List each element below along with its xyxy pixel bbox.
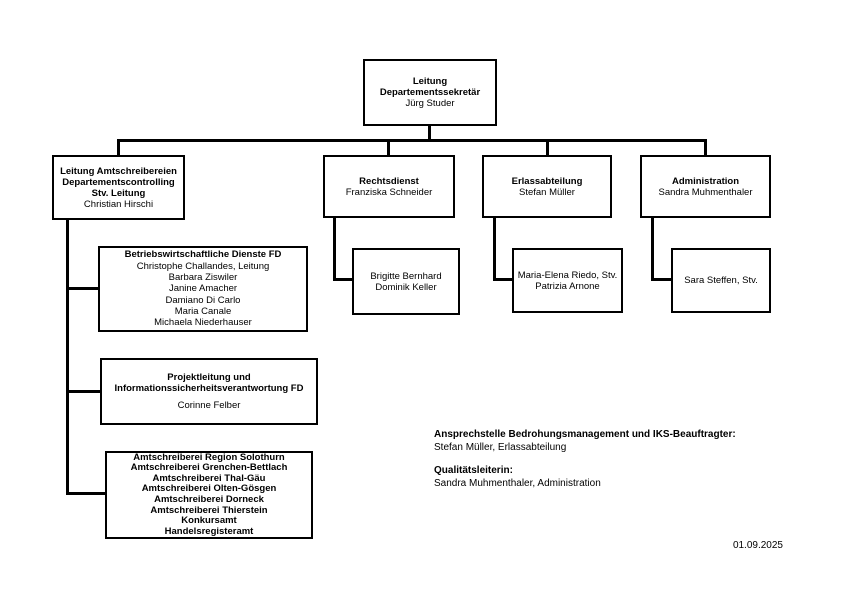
connector-drop-admin [704,141,707,155]
connector-drop-erlass [546,141,549,155]
org-box-person: Patrizia Arnone [535,280,600,292]
org-box-title-line: Informationssicherheitsverantwortung FD [114,383,304,394]
date-label: 01.09.2025 [732,540,783,551]
org-box-person: Dominik Keller [375,281,437,293]
org-box-person: Michaela Niederhauser [154,317,252,329]
note-label: Qualitätsleiterin: [434,465,513,476]
org-box-projektleitung: Projektleitung und Informationssicherhei… [100,358,318,425]
org-box-betriebswirtschaftliche-dienste: Betriebswirtschaftliche Dienste FD Chris… [98,246,308,332]
org-box-unit-line: Konkursamt [181,515,237,527]
org-box-person: Jürg Studer [405,98,455,109]
org-box-erlass-staff: Maria-Elena Riedo, Stv. Patrizia Arnone [512,248,623,313]
org-box-amtschreibereien-leitung: Leitung Amtschreibereien Departementscon… [52,155,185,220]
org-box-title-line: Betriebswirtschaftliche Dienste FD [124,249,282,261]
org-box-admin-staff: Sara Steffen, Stv. [671,248,771,313]
connector-admin-stub [651,278,671,281]
org-box-person: Janine Amacher [168,283,238,295]
org-box-person: Maria Canale [174,305,232,317]
connector-rechtsdienst-stub [333,278,352,281]
connector-left-vertical [66,219,69,495]
org-box-person: Brigitte Bernhard [370,270,442,282]
org-box-unit-line: Amtschreiberei Thal-Gäu [152,472,266,484]
org-box-rechtsdienst: Rechtsdienst Franziska Schneider [323,155,455,218]
connector-drop-rechtsdienst [387,141,390,155]
org-box-title-line: Administration [671,175,740,187]
org-box-unit-line: Amtschreiberei Olten-Gösgen [141,483,277,495]
note-label: Ansprechstelle Bedrohungsmanagement und … [434,429,736,440]
connector-level2-horizontal [117,139,707,142]
org-box-person: Maria-Elena Riedo, Stv. [517,269,618,281]
org-box-unit-line: Amtschreiberei Dorneck [154,494,264,505]
org-box-person: Christophe Challandes, Leitung [136,260,270,272]
org-box-unit-line: Amtschreiberei Thierstein [150,504,268,516]
org-box-person: Damiano Di Carlo [165,294,241,306]
note-value: Stefan Müller, Erlassabteilung [434,442,567,453]
org-box-amtschreibereien-liste: Amtschreiberei Region Solothurn Amtschre… [105,451,313,539]
org-box-title-line: Departementscontrolling [62,176,175,188]
org-box-rechtsdienst-staff: Brigitte Bernhard Dominik Keller [352,248,460,315]
org-box-title-line: Rechtsdienst [359,175,419,187]
note-quality-leader: Qualitätsleiterin: Sandra Muhmenthaler, … [434,464,794,490]
connector-erlass-vertical [493,217,496,281]
org-box-person: Franziska Schneider [345,186,433,198]
org-box-title-line: Departementssekretär [379,87,481,98]
org-box-erlassabteilung: Erlassabteilung Stefan Müller [482,155,612,218]
connector-stub-betriebs [66,287,98,290]
connector-drop-left [117,141,120,155]
org-box-person: Barbara Ziswiler [168,272,238,284]
connector-erlass-stub [493,278,512,281]
org-box-person: Corinne Felber [177,400,241,411]
org-box-departementssekretaer: Leitung Departementssekretär Jürg Studer [363,59,497,126]
org-box-person: Sandra Muhmenthaler [658,186,753,198]
org-box-title-line: Leitung Amtschreibereien [60,165,177,177]
org-box-unit-line: Amtschreiberei Region Solothurn [133,451,285,463]
connector-root-drop [428,124,431,140]
org-box-title-line: Erlassabteilung [511,175,583,187]
connector-stub-amts [66,492,105,495]
org-box-person: Stefan Müller [519,186,575,198]
org-box-unit-line: Handelsregisteramt [164,525,254,537]
connector-stub-projekt [66,390,100,393]
org-box-person: Christian Hirschi [83,198,154,210]
org-box-title-line: Projektleitung und [167,372,251,383]
org-box-administration: Administration Sandra Muhmenthaler [640,155,771,218]
note-threat-management: Ansprechstelle Bedrohungsmanagement und … [434,428,794,454]
org-box-title-line: Leitung [412,76,448,87]
connector-admin-vertical [651,217,654,281]
connector-rechtsdienst-vertical [333,217,336,281]
org-box-title-line: Stv. Leitung [91,187,146,199]
org-box-unit-line: Amtschreiberei Grenchen-Bettlach [130,462,288,474]
notes-block: Ansprechstelle Bedrohungsmanagement und … [434,428,794,500]
note-value: Sandra Muhmenthaler, Administration [434,478,601,489]
org-box-person: Sara Steffen, Stv. [684,275,758,286]
